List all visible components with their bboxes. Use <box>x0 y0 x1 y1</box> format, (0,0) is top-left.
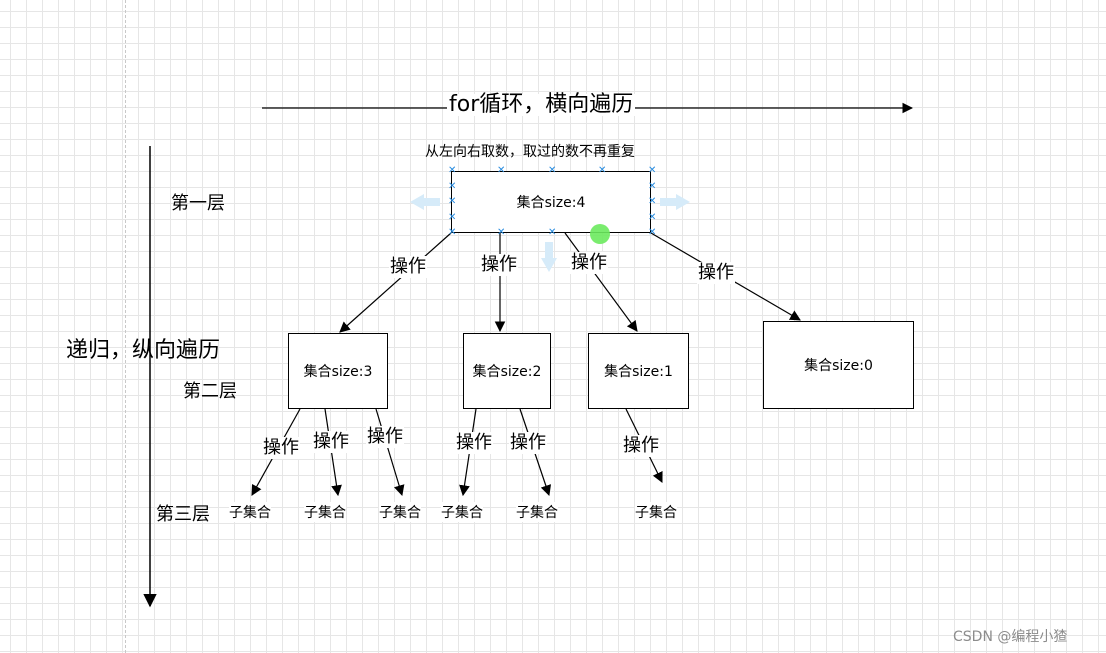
selection-handle[interactable]: ✕ <box>648 212 657 223</box>
leaf-subset: 子集合 <box>635 502 677 522</box>
edge-label: 操作 <box>570 252 608 274</box>
vertical-axis-label: 递归，纵向遍历 <box>66 338 221 363</box>
leaf-subset: 子集合 <box>304 502 346 522</box>
selection-handle[interactable]: ✕ <box>448 212 457 223</box>
edge-label: 操作 <box>697 262 735 284</box>
resize-hint-arrows <box>410 194 690 272</box>
selection-handle[interactable]: ✕ <box>448 181 457 192</box>
selection-handle[interactable]: ✕ <box>497 227 506 238</box>
root-node-label: 集合size:4 <box>516 195 586 211</box>
edge-c1-leaf3 <box>375 408 405 497</box>
selection-handle[interactable]: ✕ <box>648 165 657 176</box>
page-guide-line <box>125 0 126 653</box>
child-node-3[interactable]: 集合size:1 <box>588 333 689 409</box>
edge-label: 操作 <box>389 256 427 278</box>
edge-label: 操作 <box>366 426 404 448</box>
child-node-2[interactable]: 集合size:2 <box>463 333 551 409</box>
edge-label: 操作 <box>312 431 350 453</box>
horizontal-axis-label: for循环，横向遍历 <box>447 92 636 117</box>
leaf-subset: 子集合 <box>516 502 558 522</box>
child-node-1[interactable]: 集合size:3 <box>288 333 388 409</box>
layer-label-third: 第三层 <box>156 504 210 525</box>
edge-label: 操作 <box>622 435 660 457</box>
selection-handle[interactable]: ✕ <box>497 165 506 176</box>
child-node-label: 集合size:1 <box>604 364 673 380</box>
edge-root-child1 <box>339 232 452 333</box>
selection-handle[interactable]: ✕ <box>648 227 657 238</box>
edge-label: 操作 <box>509 432 547 454</box>
selection-handle[interactable]: ✕ <box>448 165 457 176</box>
watermark: CSDN @编程小猹 <box>953 629 1068 645</box>
root-node[interactable]: 集合size:4 <box>451 171 651 233</box>
leaf-subset: 子集合 <box>441 502 483 522</box>
selection-handle[interactable]: ✕ <box>598 165 607 176</box>
layer-label-first: 第一层 <box>171 193 225 214</box>
selection-handle[interactable]: ✕ <box>448 196 457 207</box>
edge-label: 操作 <box>455 432 493 454</box>
child-node-4[interactable]: 集合size:0 <box>763 321 914 409</box>
leaf-subset: 子集合 <box>229 502 271 522</box>
child-node-label: 集合size:3 <box>303 364 373 380</box>
order-note: 从左向右取数，取过的数不再重复 <box>425 144 635 160</box>
layer-label-second: 第二层 <box>183 381 237 402</box>
selection-handle[interactable]: ✕ <box>448 227 457 238</box>
child-node-label: 集合size:0 <box>804 358 873 374</box>
edge-root-child3 <box>564 232 638 332</box>
selection-handle[interactable]: ✕ <box>648 181 657 192</box>
leaf-subset: 子集合 <box>379 502 421 522</box>
connection-point-dot[interactable] <box>590 224 610 244</box>
selection-handle[interactable]: ✕ <box>648 196 657 207</box>
edge-label: 操作 <box>480 254 518 276</box>
child-node-label: 集合size:2 <box>472 364 542 380</box>
edge-label: 操作 <box>262 437 300 459</box>
selection-handle[interactable]: ✕ <box>548 165 557 176</box>
selection-handle[interactable]: ✕ <box>548 227 557 238</box>
